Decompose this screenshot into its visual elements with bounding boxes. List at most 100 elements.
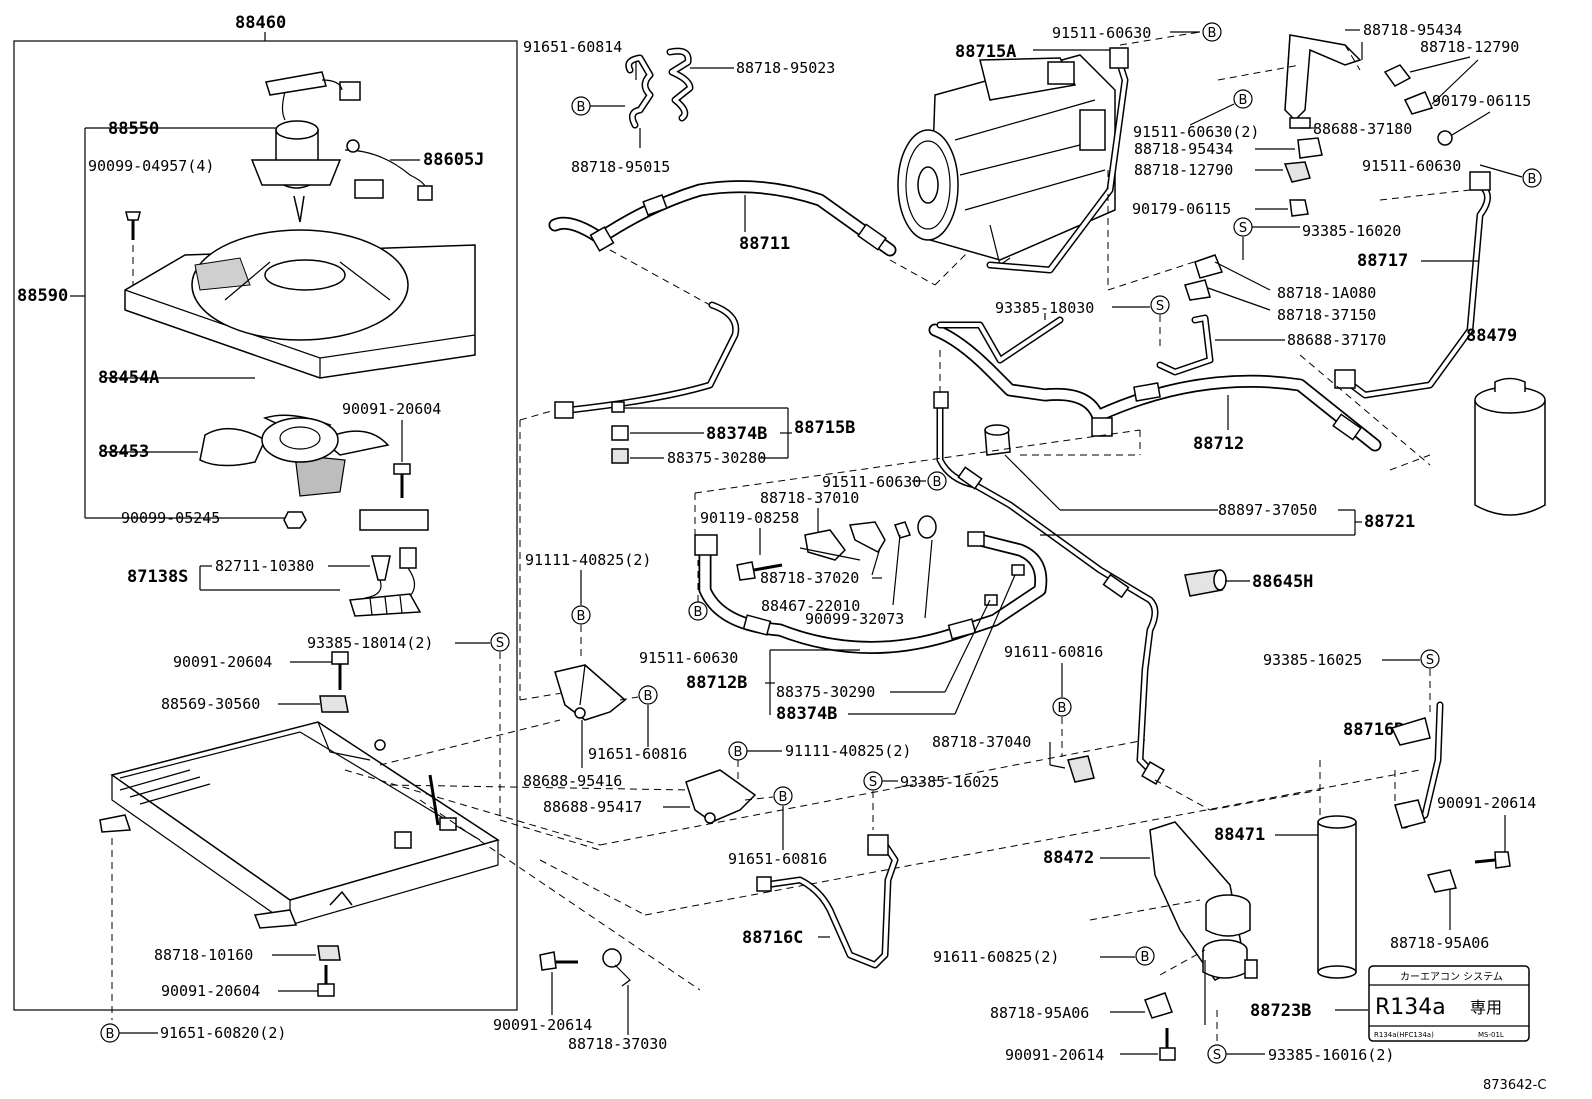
- label-88605J: 88605J: [423, 150, 484, 170]
- decal-header: カーエアコン システム: [1400, 971, 1503, 983]
- label-88550: 88550: [108, 119, 159, 139]
- label-88590: 88590: [17, 286, 68, 306]
- b-marker: B: [688, 601, 708, 621]
- label-88718-37010: 88718-37010: [760, 489, 859, 507]
- bracket-88472: [1149, 821, 1258, 981]
- bracket-88688-95416: [554, 664, 627, 721]
- pipe-88716C: [756, 834, 899, 969]
- svg-text:S: S: [869, 775, 877, 790]
- s-marker: S: [1207, 1044, 1227, 1064]
- label-88718-95A06-a: 88718-95A06: [990, 1004, 1089, 1022]
- label-91651-60816-b: 91651-60816: [728, 850, 827, 868]
- clip-icon: [1283, 161, 1311, 183]
- clip-icon: [1297, 137, 1323, 159]
- label-88460: 88460: [235, 13, 286, 33]
- label-93385-18030: 93385-18030: [995, 299, 1094, 317]
- fan-motor: [250, 71, 433, 223]
- label-88712B: 88712B: [686, 673, 747, 693]
- label-88718-12790-a: 88718-12790: [1420, 38, 1519, 56]
- label-88688-95416: 88688-95416: [523, 772, 622, 790]
- label-90091-20614-b: 90091-20614: [1437, 794, 1536, 812]
- label-88569-30560: 88569-30560: [161, 695, 260, 713]
- s-marker: S: [1150, 295, 1170, 315]
- svg-text:B: B: [106, 1027, 115, 1042]
- label-90091-20604-a: 90091-20604: [342, 400, 441, 418]
- bolt-icon: [331, 651, 349, 690]
- receiver-88471: [1317, 815, 1357, 979]
- label-91651-60814: 91651-60814: [523, 38, 622, 56]
- label-88718-95A06-b: 88718-95A06: [1390, 934, 1489, 952]
- label-88645H: 88645H: [1252, 572, 1313, 592]
- resistor: [359, 509, 429, 531]
- label-88453: 88453: [98, 442, 149, 462]
- svg-text:B: B: [1141, 950, 1150, 965]
- relay-connector: [349, 547, 422, 617]
- decal-small-left: R134a(HFC134a): [1374, 1031, 1434, 1039]
- o-ring-icon: [611, 425, 629, 441]
- b-marker: B: [1202, 22, 1222, 42]
- pipe-88715B: [554, 301, 740, 419]
- svg-text:S: S: [1426, 653, 1434, 668]
- label-88472: 88472: [1043, 848, 1094, 868]
- label-90091-20614-c: 90091-20614: [1005, 1046, 1104, 1064]
- fan-blade: [199, 414, 390, 497]
- svg-text:S: S: [1213, 1048, 1221, 1063]
- b-marker: B: [1135, 946, 1155, 966]
- clip-icon: [319, 695, 349, 713]
- label-88718-95015: 88718-95015: [571, 158, 670, 176]
- label-82711-10380: 82711-10380: [215, 557, 314, 575]
- label-93385-16016: 93385-16016(2): [1268, 1046, 1394, 1064]
- fan-shroud: [124, 229, 476, 379]
- clip-icon: [1067, 755, 1095, 783]
- label-88721: 88721: [1364, 512, 1415, 532]
- label-91511-60630-c: 91511-60630: [822, 473, 921, 491]
- label-88374B-a: 88374B: [706, 424, 767, 444]
- svg-text:B: B: [644, 689, 653, 704]
- screw-icon: [125, 211, 141, 240]
- svg-text:B: B: [577, 100, 586, 115]
- bolt-icon: [393, 463, 411, 498]
- label-88479: 88479: [1466, 326, 1517, 346]
- s-marker: S: [1420, 649, 1440, 669]
- label-88716B: 88716B: [1343, 720, 1404, 740]
- svg-text:B: B: [933, 475, 942, 490]
- b-marker: B: [1052, 697, 1072, 717]
- label-91651-60816-a: 91651-60816: [588, 745, 687, 763]
- label-88688-37180: 88688-37180: [1313, 120, 1412, 138]
- b-marker: B: [638, 685, 658, 705]
- r134a-decal: カーエアコン システム R134a 専用 R134a(HFC134a) MS-0…: [1368, 965, 1530, 1042]
- label-90119-08258: 90119-08258: [700, 509, 799, 527]
- clamp-pair: [625, 47, 694, 129]
- bracket-88688-37170: [1156, 314, 1214, 376]
- discharge-pipe: [986, 47, 1129, 274]
- label-91651-60820: 91651-60820(2): [160, 1024, 286, 1042]
- label-88715A: 88715A: [955, 42, 1016, 62]
- label-88375-30290: 88375-30290: [776, 683, 875, 701]
- label-88688-95417: 88688-95417: [543, 798, 642, 816]
- bolt-icon: [1159, 1028, 1176, 1061]
- nut-icon: [1437, 130, 1453, 146]
- b-marker: B: [571, 605, 591, 625]
- label-90091-20604-c: 90091-20604: [161, 982, 260, 1000]
- label-90099-05245: 90099-05245: [121, 509, 220, 527]
- label-91111-40825-b: 91111-40825(2): [785, 742, 911, 760]
- label-88723B: 88723B: [1250, 1001, 1311, 1021]
- label-88717: 88717: [1357, 251, 1408, 271]
- label-88718-95434-a: 88718-95434: [1363, 21, 1462, 39]
- svg-text:B: B: [1239, 93, 1248, 108]
- label-91511-60630-2: 91511-60630(2): [1133, 123, 1259, 141]
- label-93385-16025-a: 93385-16025: [900, 773, 999, 791]
- pipe-88716B: [1390, 701, 1444, 829]
- hose-88712B: [694, 531, 1048, 654]
- label-88467-22010: 88467-22010: [761, 597, 860, 615]
- bolt-icon: [539, 951, 578, 971]
- label-93385-16020: 93385-16020: [1302, 222, 1401, 240]
- label-88718-37040: 88718-37040: [932, 733, 1031, 751]
- clip-icon: [1144, 992, 1173, 1019]
- label-88718-1A080: 88718-1A080: [1277, 284, 1376, 302]
- b-marker: B: [571, 96, 591, 116]
- label-88897-37050: 88897-37050: [1218, 501, 1317, 519]
- label-90099-04957: 90099-04957(4): [88, 157, 214, 175]
- label-88374B-b: 88374B: [776, 704, 837, 724]
- s-marker: S: [863, 771, 883, 791]
